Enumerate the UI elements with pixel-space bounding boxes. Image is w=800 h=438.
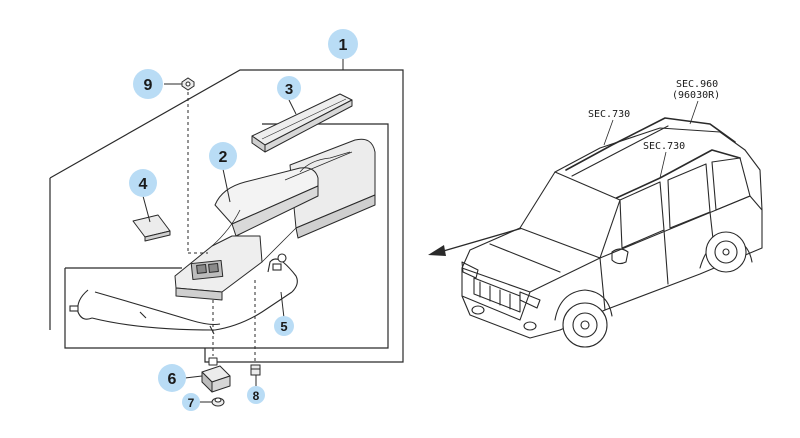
sec-960-leader — [689, 100, 699, 125]
sec-730-front-leader — [603, 119, 614, 146]
vehicle-illustration — [461, 117, 763, 348]
callout-6-label: 6 — [168, 371, 177, 388]
callout-7-label: 7 — [188, 396, 195, 410]
section-references: SEC.730 SEC.730 SEC.960 (96030R) — [588, 79, 720, 179]
callout-3-label: 3 — [285, 81, 293, 98]
callout-1-label: 1 — [339, 37, 348, 54]
callouts: 1 2 3 4 5 6 7 8 — [129, 29, 358, 411]
callout-5: 5 — [274, 316, 294, 336]
callout-3: 3 — [277, 76, 301, 100]
part-4-pad — [132, 214, 171, 242]
alignment-dashed-lines — [187, 92, 256, 363]
part-8-clip — [250, 364, 261, 376]
callout-8: 8 — [247, 386, 265, 404]
callout-2: 2 — [209, 142, 237, 170]
sec-730-rear-leader — [659, 151, 667, 179]
leader-lines — [142, 58, 344, 403]
part-2-console-body — [174, 138, 376, 301]
callout-7: 7 — [182, 393, 200, 411]
part-9-nut — [181, 77, 195, 91]
callout-8-label: 8 — [253, 389, 260, 403]
sec-730-rear-label: SEC.730 — [643, 141, 685, 152]
part-5-wire-harness — [69, 253, 298, 335]
callout-9: 9 — [133, 69, 163, 99]
callout-6: 6 — [158, 364, 186, 392]
assembly-frame — [49, 69, 404, 363]
sec-730-front-label: SEC.730 — [588, 109, 630, 120]
sec-960-label: SEC.960 — [676, 79, 718, 90]
part-6-module — [201, 357, 231, 393]
part-7-nut — [211, 397, 225, 407]
callout-2-label: 2 — [219, 149, 228, 166]
callout-9-label: 9 — [144, 77, 153, 94]
part-3-trim-strip — [251, 93, 353, 153]
sec-960-sub-label: (96030R) — [672, 90, 720, 101]
callout-4-label: 4 — [139, 176, 148, 193]
callout-4: 4 — [129, 169, 157, 197]
callout-5-label: 5 — [280, 319, 287, 334]
callout-1: 1 — [328, 29, 358, 59]
